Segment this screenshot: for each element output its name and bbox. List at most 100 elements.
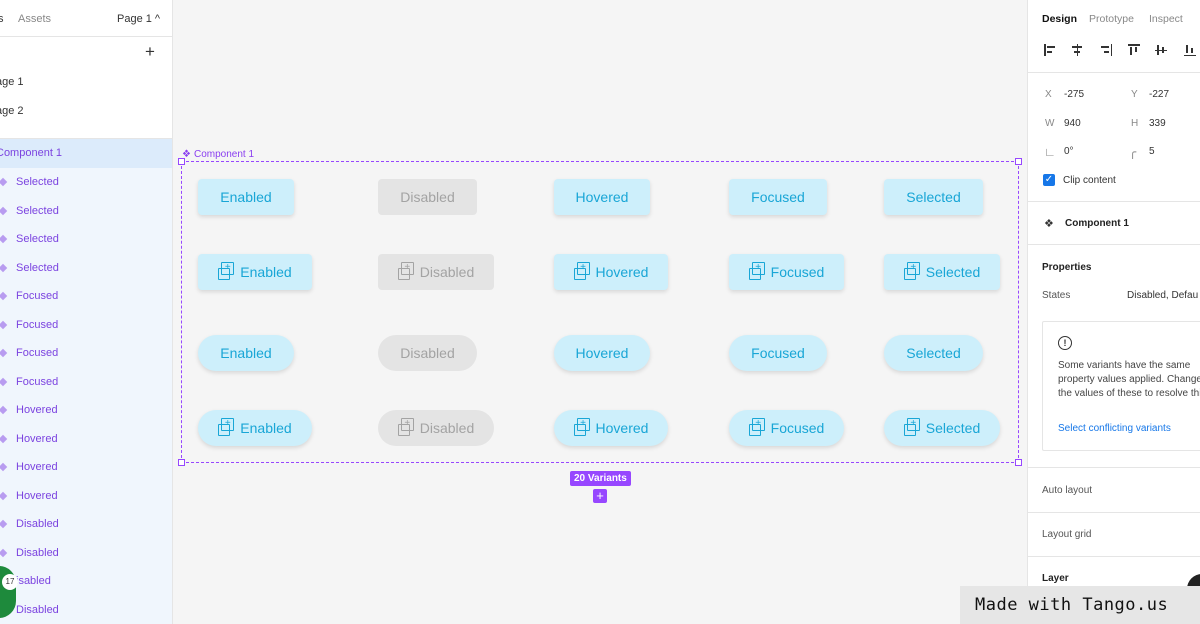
align-right-icon[interactable]: [1100, 44, 1112, 56]
rotation-input[interactable]: 0°: [1064, 146, 1074, 157]
layer-row[interactable]: Focused: [0, 282, 172, 311]
height-input[interactable]: 339: [1149, 118, 1166, 129]
select-conflicting-link[interactable]: Select conflicting variants: [1058, 423, 1171, 434]
layer-list: Component 1 Selected Selected Selected S…: [0, 139, 172, 624]
layer-row[interactable]: Focused: [0, 339, 172, 368]
tab-prototype[interactable]: Prototype: [1089, 13, 1134, 25]
layer-label: Hovered: [16, 404, 58, 416]
x-input[interactable]: -275: [1064, 89, 1085, 100]
clip-content-label: Clip content: [1063, 175, 1116, 186]
layout-grid-section[interactable]: Layout grid: [1042, 529, 1092, 540]
layer-row[interactable]: Selected: [0, 168, 172, 197]
variant-disabled-icon[interactable]: Disabled: [378, 254, 494, 290]
variant-hovered-icon[interactable]: Hovered: [554, 254, 668, 290]
component-name[interactable]: Component 1: [1065, 218, 1129, 229]
layer-row[interactable]: Hovered: [0, 425, 172, 454]
variant-hovered-pill[interactable]: Hovered: [554, 335, 650, 371]
divider: [1028, 556, 1200, 557]
add-page-icon[interactable]: +: [145, 42, 155, 61]
conflict-warning: ! Some variants have the same property v…: [1042, 321, 1200, 451]
button-label: Hovered: [595, 264, 649, 280]
states-value[interactable]: Disabled, Defau: [1127, 290, 1199, 301]
divider: [1028, 244, 1200, 245]
variant-hovered[interactable]: Hovered: [554, 179, 650, 215]
variant-enabled[interactable]: Enabled: [198, 179, 294, 215]
variant-disabled-pill[interactable]: Disabled: [378, 335, 477, 371]
variant-enabled-pill[interactable]: Enabled: [198, 335, 294, 371]
variant-icon: [0, 434, 8, 443]
h-label: H: [1131, 118, 1139, 129]
add-box-icon: [748, 262, 765, 280]
layer-row[interactable]: Disabled: [0, 510, 172, 539]
layer-component[interactable]: Component 1: [0, 139, 172, 168]
component-icon: ❖: [1044, 218, 1054, 230]
page-item-1[interactable]: age 1: [0, 76, 24, 88]
layers-panel: s Assets Page 1 ^ s + age 1 age 2 Compon…: [0, 0, 173, 624]
variant-focused-icon[interactable]: Focused: [729, 254, 844, 290]
corner-radius-input[interactable]: 5: [1149, 146, 1155, 157]
resize-handle[interactable]: [178, 158, 185, 165]
component-frame-label[interactable]: ❖Component 1: [182, 149, 254, 160]
button-label: Selected: [925, 420, 981, 436]
variant-icon: [0, 548, 8, 557]
tab-inspect[interactable]: Inspect: [1149, 13, 1183, 25]
button-label: Enabled: [240, 420, 292, 436]
component-icon: ❖: [182, 149, 191, 160]
variant-selected[interactable]: Selected: [884, 179, 983, 215]
component-set-frame[interactable]: Enabled Disabled Hovered Focused Selecte…: [178, 158, 1022, 466]
variant-icon: [0, 377, 8, 386]
layer-row[interactable]: isabled: [0, 567, 172, 596]
variant-enabled-icon[interactable]: Enabled: [198, 254, 312, 290]
variant-selected-icon[interactable]: Selected: [884, 254, 1000, 290]
add-box-icon: [573, 262, 590, 280]
button-label: Focused: [751, 189, 805, 205]
resize-handle[interactable]: [1015, 158, 1022, 165]
layer-row[interactable]: Disabled: [0, 539, 172, 568]
align-top-icon[interactable]: [1128, 44, 1140, 56]
layer-row[interactable]: Disabled: [0, 596, 172, 624]
layer-label: Focused: [16, 290, 59, 302]
variant-disabled-pill-icon[interactable]: Disabled: [378, 410, 494, 446]
layer-label: Hovered: [16, 461, 58, 473]
tab-assets[interactable]: Assets: [18, 13, 52, 25]
variant-focused[interactable]: Focused: [729, 179, 827, 215]
layer-label: Disabled: [16, 546, 59, 559]
variant-selected-pill-icon[interactable]: Selected: [884, 410, 1000, 446]
layer-component-label: Component 1: [0, 147, 63, 159]
button-label: Selected: [925, 264, 981, 280]
variant-hovered-pill-icon[interactable]: Hovered: [554, 410, 668, 446]
layer-row[interactable]: Focused: [0, 368, 172, 397]
resize-handle[interactable]: [178, 459, 185, 466]
y-label: Y: [1131, 89, 1138, 100]
clip-content-checkbox[interactable]: ✓: [1043, 174, 1055, 186]
variant-selected-pill[interactable]: Selected: [884, 335, 983, 371]
layer-row[interactable]: Selected: [0, 225, 172, 254]
layer-row[interactable]: Selected: [0, 254, 172, 283]
variant-icon: [0, 348, 8, 358]
variant-focused-pill[interactable]: Focused: [729, 335, 827, 371]
canvas[interactable]: ❖Component 1 Enabled Disabled Hovered Fo…: [174, 0, 1027, 624]
divider: [1028, 72, 1200, 73]
layer-row[interactable]: Focused: [0, 311, 172, 340]
align-center-v-icon[interactable]: [1155, 44, 1167, 56]
layer-row[interactable]: Hovered: [0, 396, 172, 425]
tab-layers[interactable]: s: [0, 13, 4, 25]
help-badge[interactable]: 17: [0, 566, 18, 618]
auto-layout-section[interactable]: Auto layout: [1042, 485, 1093, 496]
variant-enabled-pill-icon[interactable]: Enabled: [198, 410, 312, 446]
page-item-2[interactable]: age 2: [0, 104, 24, 117]
resize-handle[interactable]: [1015, 459, 1022, 466]
layer-row[interactable]: Selected: [0, 197, 172, 226]
page-selector[interactable]: Page 1 ^: [117, 13, 161, 25]
width-input[interactable]: 940: [1064, 118, 1081, 129]
layer-row[interactable]: Hovered: [0, 453, 172, 482]
variant-focused-pill-icon[interactable]: Focused: [729, 410, 844, 446]
add-variant-button[interactable]: +: [593, 489, 607, 503]
align-left-icon[interactable]: [1044, 44, 1056, 56]
tab-design[interactable]: Design: [1042, 13, 1078, 25]
y-input[interactable]: -227: [1149, 89, 1170, 100]
align-center-h-icon[interactable]: [1071, 44, 1083, 56]
align-bottom-icon[interactable]: [1184, 44, 1196, 56]
layer-row[interactable]: Hovered: [0, 482, 172, 511]
variant-disabled[interactable]: Disabled: [378, 179, 477, 215]
